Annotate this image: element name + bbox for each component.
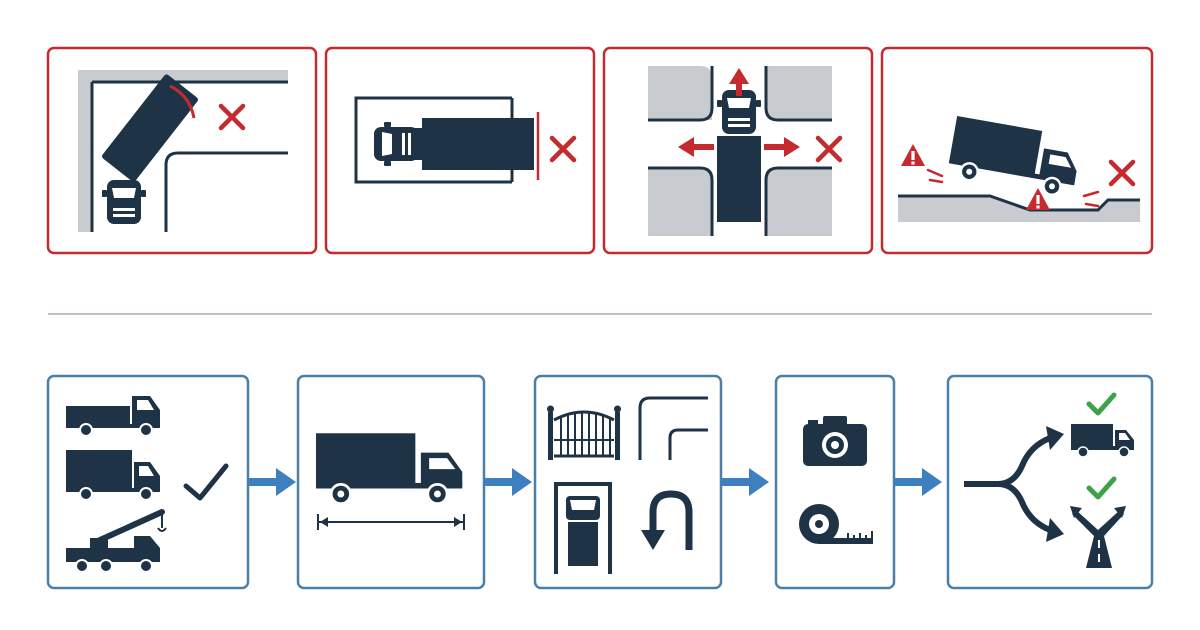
camera-icon xyxy=(803,416,867,466)
panel-tight-turn xyxy=(46,46,318,255)
step-choose-vehicle xyxy=(46,374,250,590)
road-corner-icon xyxy=(78,70,288,232)
road-fork-icon xyxy=(1070,506,1126,568)
truck-turning-icon xyxy=(102,74,198,224)
intersection-icon xyxy=(648,66,832,236)
flow-arrow-icon xyxy=(484,468,532,496)
step-plan-route xyxy=(946,374,1154,590)
u-turn-icon xyxy=(641,490,693,550)
step-document-site xyxy=(774,374,896,590)
arrow-right-icon xyxy=(764,137,800,157)
check-icon xyxy=(183,463,229,501)
flow-arrow-icon xyxy=(721,468,769,496)
arrow-up-icon xyxy=(729,68,749,96)
truck-in-gate-icon xyxy=(554,482,612,574)
crane-truck-icon xyxy=(66,509,167,573)
truck-small-icon xyxy=(1071,424,1134,458)
top-row xyxy=(46,46,1154,255)
bottom-row xyxy=(46,374,1154,590)
impact-lines-icon xyxy=(1082,190,1100,208)
flow-arrow-icon xyxy=(894,468,942,496)
branch-arrow-icon xyxy=(964,426,1064,542)
ramp-icon xyxy=(898,194,1140,222)
truck-top-view-icon xyxy=(717,90,761,222)
corner-icon xyxy=(638,396,708,460)
panel-no-turn-space xyxy=(602,46,874,255)
arrow-left-icon xyxy=(678,137,714,157)
gate-icon xyxy=(547,405,621,460)
step-measure-length xyxy=(296,374,486,590)
impact-lines-icon xyxy=(926,168,944,184)
step-check-access xyxy=(533,374,723,590)
dimension-arrow-icon xyxy=(317,514,465,530)
tape-measure-icon xyxy=(799,504,873,544)
collision-arc-icon xyxy=(169,84,196,119)
box-truck-icon xyxy=(66,450,160,501)
flow-arrow-icon xyxy=(248,468,296,496)
panel-slope-clearance xyxy=(880,46,1154,255)
panel-too-long xyxy=(324,46,596,255)
dump-truck-icon xyxy=(66,396,160,437)
truck-top-view-icon xyxy=(374,118,534,170)
